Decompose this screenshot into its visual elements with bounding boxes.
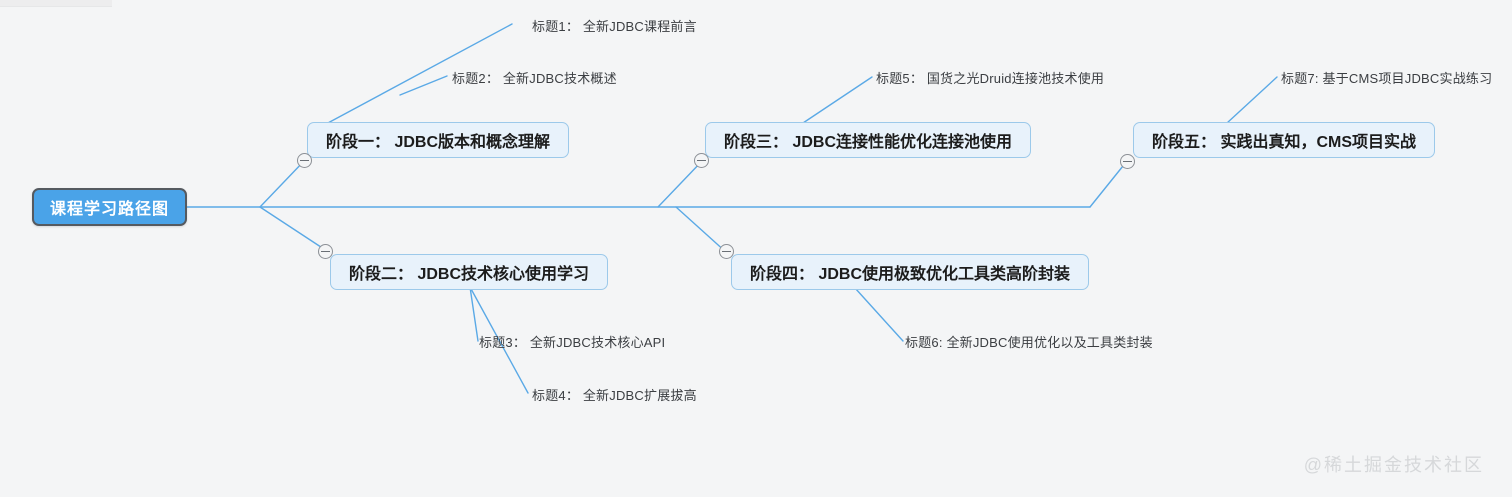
leaf-label-3[interactable]: 标题3： 全新JDBC技术核心API [479, 335, 666, 350]
root-node[interactable]: 课程学习路径图 [32, 188, 187, 226]
stage-node-3[interactable]: 阶段三： JDBC连接性能优化连接池使用 [705, 122, 1032, 158]
line-stage4-leaf6 [854, 287, 904, 342]
top-edge-strip [0, 0, 112, 7]
leaf-label-5[interactable]: 标题5： 国货之光Druid连接池技术使用 [876, 71, 1105, 86]
collapse-toggle-stage-5[interactable] [1120, 154, 1135, 169]
leaf-label-6[interactable]: 标题6: 全新JDBC使用优化以及工具类封装 [905, 335, 1153, 350]
leaf-label-2[interactable]: 标题2： 全新JDBC技术概述 [452, 71, 617, 86]
leaf-label-4[interactable]: 标题4： 全新JDBC扩展拔高 [532, 388, 697, 403]
stage-node-2[interactable]: 阶段二： JDBC技术核心使用学习 [330, 254, 609, 290]
collapse-toggle-stage-2[interactable] [318, 244, 333, 259]
line-root-stage1 [259, 159, 306, 208]
leaf-label-1[interactable]: 标题1： 全新JDBC课程前言 [532, 19, 697, 34]
line-stage3-leaf5 [802, 76, 873, 124]
watermark: @稀土掘金技术社区 [1303, 455, 1484, 475]
stage-node-1[interactable]: 阶段一： JDBC版本和概念理解 [307, 122, 570, 158]
leaf-label-7[interactable]: 标题7: 基于CMS项目JDBC实战练习 [1281, 71, 1493, 86]
line-stage2-leaf3 [469, 286, 479, 342]
stage-node-4[interactable]: 阶段四： JDBC使用极致优化工具类高阶封装 [731, 254, 1090, 290]
collapse-toggle-stage-4[interactable] [719, 244, 734, 259]
stage-node-5[interactable]: 阶段五： 实践出真知，CMS项目实战 [1133, 122, 1436, 158]
line-stage5-leaf7 [1226, 76, 1278, 124]
collapse-toggle-stage-1[interactable] [297, 153, 312, 168]
line-spine-stage5 [1089, 160, 1128, 208]
collapse-toggle-stage-3[interactable] [694, 153, 709, 168]
line-spine-stage3 [657, 159, 704, 208]
line-spine-stage4 [675, 206, 728, 254]
line-stage1-leaf2 [399, 75, 448, 96]
